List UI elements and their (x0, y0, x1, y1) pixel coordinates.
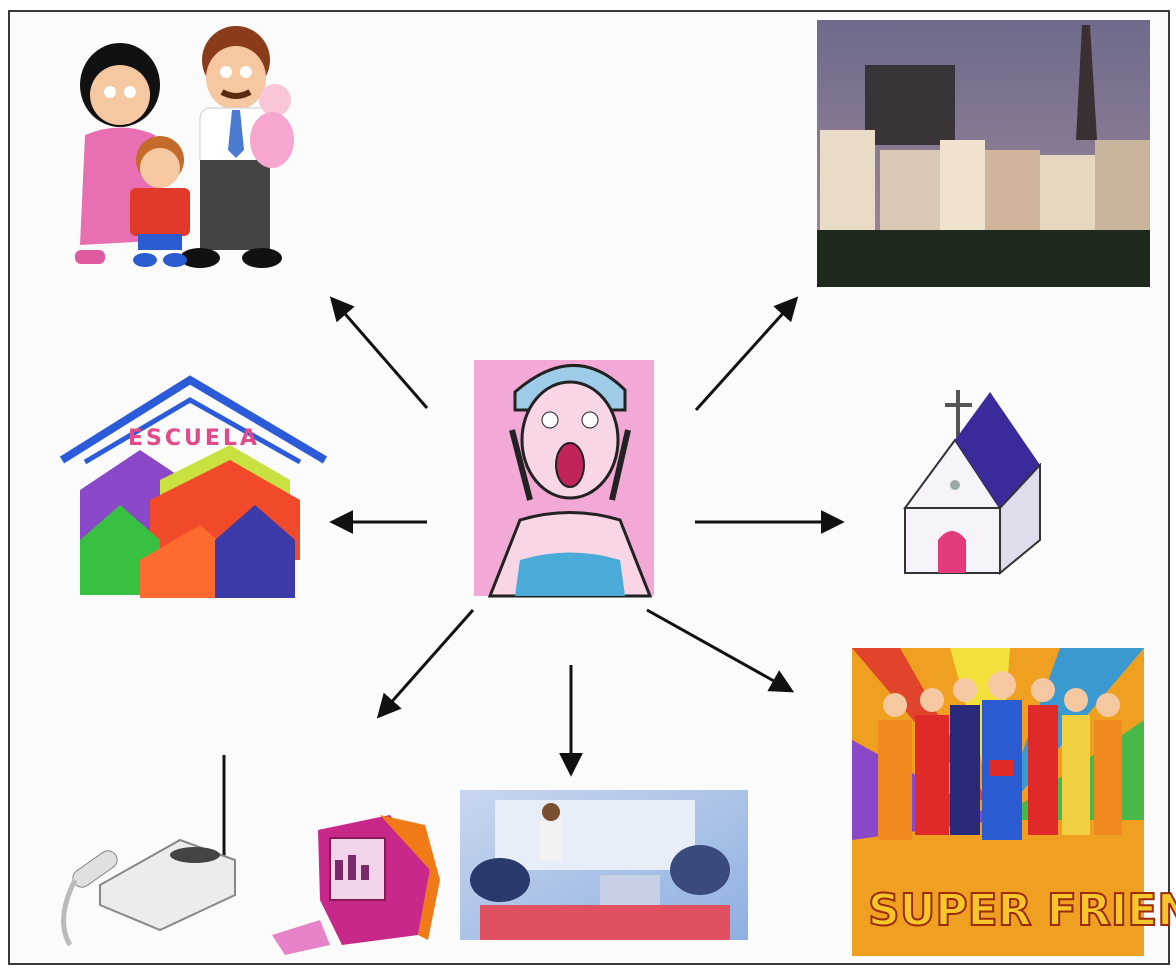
arrow-to-city (694, 296, 799, 412)
school-sign-text: ESCUELA (128, 426, 260, 451)
screaming-teen-icon (474, 360, 654, 598)
family-illustration-icon (75, 26, 294, 268)
computer-monitor-icon (272, 815, 440, 955)
city-skyline-photo-icon (817, 20, 1150, 287)
arrow-to-superfriends (646, 608, 795, 693)
arrow-to-family (329, 296, 429, 409)
school-houses-drawing-icon: ESCUELA (59, 375, 328, 598)
super-friends-cartoon-icon: SUPER FRIENDS (852, 648, 1176, 956)
church-icon (903, 390, 1041, 576)
super-friends-title: SUPER FRIENDS (868, 885, 1176, 936)
cordless-telephone-icon (61, 755, 236, 947)
arrows (329, 296, 845, 777)
arrow-to-telephone-computer (376, 609, 475, 719)
classroom-photo-icon (460, 790, 748, 940)
